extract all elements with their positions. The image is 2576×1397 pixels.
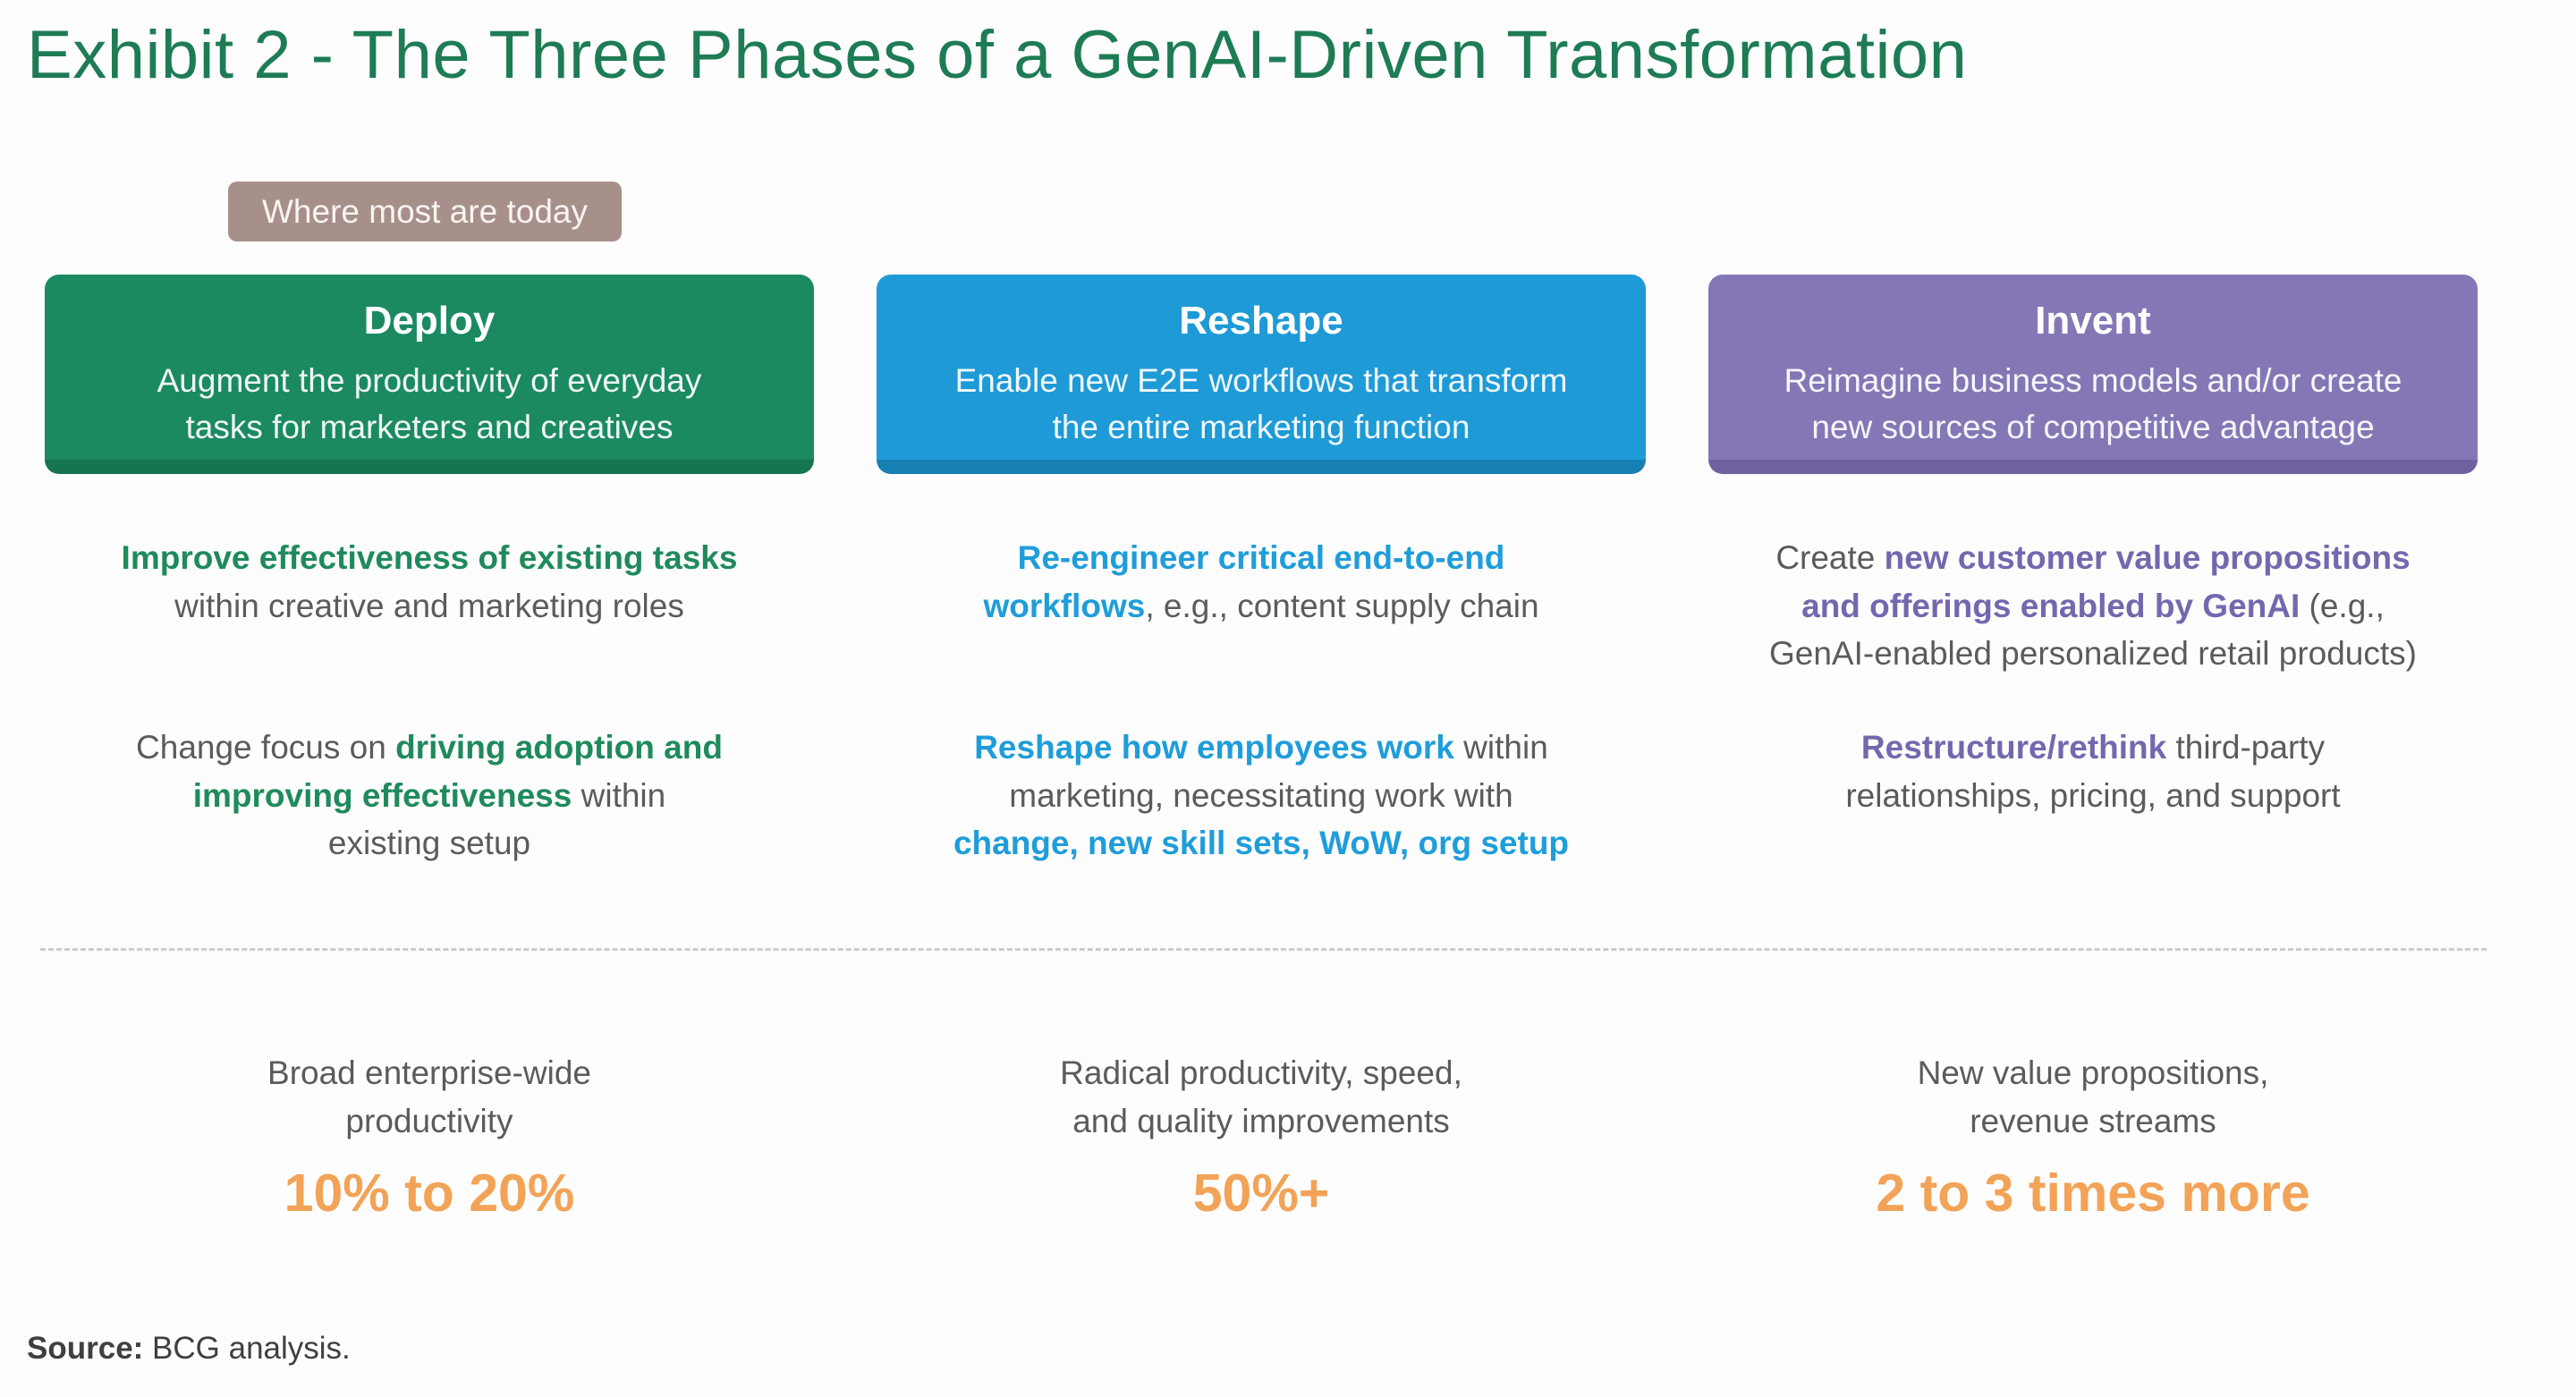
dashed-divider — [40, 948, 2487, 951]
source-label: Source: — [27, 1331, 144, 1366]
invent-point-1: Create new customer value propositions a… — [1769, 539, 2417, 673]
reshape-stat: 50%+ — [1192, 1164, 1330, 1223]
deploy-point-1: Improve effectiveness of existing tasks … — [121, 539, 738, 624]
phase-descriptions-row: Improve effectiveness of existing tasks … — [45, 534, 2478, 901]
reshape-outcome: Radical productivity, speed, and quality… — [877, 1049, 1646, 1223]
invent-card-subtitle-line1: Reimagine business models and/or create — [1784, 361, 2402, 399]
invent-card-subtitle-line2: new sources of competitive advantage — [1811, 409, 2375, 446]
deploy-card-subtitle: Augment the productivity of everyday tas… — [45, 358, 814, 452]
page-title: Exhibit 2 - The Three Phases of a GenAI-… — [27, 17, 1968, 93]
invent-point-2: Restructure/rethink third-party relation… — [1845, 729, 2341, 814]
where-most-are-today-badge: Where most are today — [228, 182, 622, 241]
deploy-card-subtitle-line1: Augment the productivity of everyday — [157, 361, 702, 399]
reshape-card-title: Reshape — [1179, 299, 1343, 343]
invent-card-title: Invent — [2035, 299, 2151, 343]
reshape-card-subtitle-line2: the entire marketing function — [1052, 409, 1470, 446]
source-note: Source: BCG analysis. — [27, 1331, 351, 1367]
reshape-card: Reshape Enable new E2E workflows that tr… — [877, 275, 1646, 474]
reshape-description-column: Re-engineer critical end-to-end workflow… — [877, 534, 1646, 901]
deploy-description-column: Improve effectiveness of existing tasks … — [45, 534, 814, 901]
invent-card-subtitle: Reimagine business models and/or create … — [1708, 358, 2478, 452]
invent-outcome: New value propositions, revenue streams … — [1708, 1049, 2478, 1223]
deploy-stat: 10% to 20% — [284, 1164, 575, 1223]
deploy-card-subtitle-line2: tasks for marketers and creatives — [185, 409, 674, 446]
invent-outcome-label: New value propositions, revenue streams — [1917, 1054, 2269, 1139]
reshape-card-subtitle-line1: Enable new E2E workflows that transform — [954, 361, 1568, 399]
outcomes-row: Broad enterprise-wide productivity 10% t… — [45, 1049, 2478, 1223]
source-text: BCG analysis. — [143, 1331, 351, 1366]
reshape-point-1: Re-engineer critical end-to-end workflow… — [983, 539, 1539, 624]
reshape-point-2: Reshape how employees work within market… — [953, 729, 1570, 862]
invent-stat: 2 to 3 times more — [1876, 1164, 2310, 1223]
deploy-outcome: Broad enterprise-wide productivity 10% t… — [45, 1049, 814, 1223]
deploy-point-2: Change focus on driving adoption and imp… — [136, 729, 723, 862]
deploy-outcome-label: Broad enterprise-wide productivity — [267, 1054, 591, 1139]
invent-card: Invent Reimagine business models and/or … — [1708, 275, 2478, 474]
reshape-card-subtitle: Enable new E2E workflows that transform … — [877, 358, 1646, 452]
deploy-card: Deploy Augment the productivity of every… — [45, 275, 814, 474]
phase-cards-row: Deploy Augment the productivity of every… — [45, 275, 2478, 474]
reshape-outcome-label: Radical productivity, speed, and quality… — [1060, 1054, 1462, 1139]
invent-description-column: Create new customer value propositions a… — [1708, 534, 2478, 901]
deploy-card-title: Deploy — [363, 299, 496, 343]
